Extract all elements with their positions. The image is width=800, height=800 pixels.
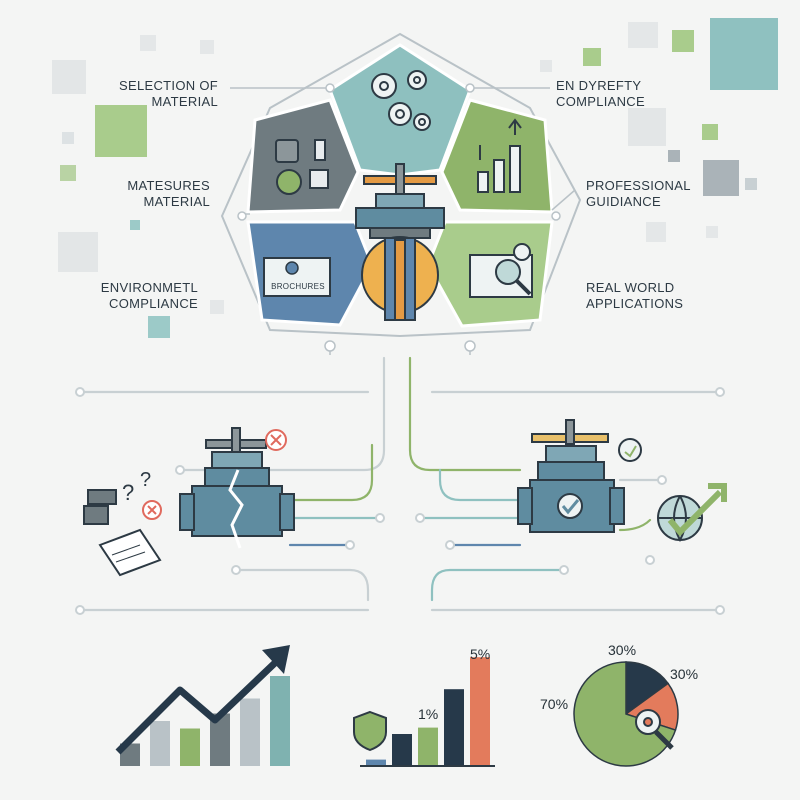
- pie-slice: [624, 682, 679, 732]
- label-line: COMPLIANCE: [556, 94, 645, 109]
- label-real-world-applications: REAL WORLD APPLICATIONS: [586, 280, 696, 312]
- pie-label-right: 30%: [670, 666, 699, 682]
- label-line: GUIDIANCE: [586, 194, 661, 209]
- chat-icon: [618, 438, 642, 462]
- segment-top-left: [246, 98, 360, 214]
- trend-bar: [240, 698, 260, 766]
- trend-bar: [270, 676, 290, 766]
- label-selection-of-material: SELECTION OF MATERIAL: [110, 78, 218, 110]
- percentage-bar: [392, 734, 412, 766]
- magnifier-icon: [469, 243, 533, 298]
- label-line: REAL WORLD: [586, 280, 675, 295]
- flow-lines: [78, 356, 722, 612]
- wrench-gear-icon: [635, 709, 674, 750]
- materials-icon: [275, 139, 329, 195]
- label-professional-guidance: PROFESSIONAL GUIDIANCE: [586, 178, 706, 210]
- label-environmetl-compliance: ENVIRONMETL COMPLIANCE: [90, 280, 198, 312]
- pie-slice: [625, 661, 670, 716]
- label-line: PROFESSIONAL: [586, 178, 691, 193]
- certified-valve-icon: [517, 419, 625, 533]
- globe-check-icon: [657, 483, 727, 543]
- bar-label-1pct: 1%: [418, 706, 439, 722]
- trend-bar: [210, 713, 230, 766]
- decorative-squares: [52, 18, 778, 338]
- segment-top-right: [440, 98, 554, 214]
- trend-arrow: [115, 657, 281, 755]
- label-matesures-material: MATESURES MATERIAL: [110, 178, 210, 210]
- confused-parts-icon: ? ?: [83, 469, 162, 577]
- trend-bar-chart: [120, 676, 290, 766]
- trend-bar: [180, 728, 200, 766]
- pie-label-left: 70%: [540, 696, 569, 712]
- label-en-dyrefty-compliance: EN DYREFTY COMPLIANCE: [556, 78, 676, 110]
- brochures-label: BROCHURES: [271, 282, 325, 291]
- percentage-bar: [470, 657, 490, 766]
- svg-text:?: ?: [140, 469, 151, 491]
- label-line: COMPLIANCE: [109, 296, 198, 311]
- percentage-bar: [444, 689, 464, 766]
- percentage-bar-chart: [366, 657, 490, 766]
- percentage-bar: [366, 759, 386, 766]
- hub-nodes: [237, 83, 561, 352]
- trend-arrowhead: [262, 645, 290, 674]
- central-valve-icon: [355, 163, 445, 321]
- bar-label-5pct: 5%: [470, 646, 491, 662]
- label-line: MATESURES: [127, 178, 210, 193]
- pie-chart: [573, 661, 679, 767]
- pie-slice: [573, 661, 677, 767]
- trend-bar: [150, 721, 170, 766]
- label-line: ENVIRONMETL: [100, 280, 198, 295]
- label-line: EN DYREFTY: [556, 78, 642, 93]
- shield-icon: [353, 710, 387, 752]
- error-icon: [265, 429, 287, 451]
- growth-chart-icon: [477, 118, 522, 193]
- svg-text:?: ?: [122, 480, 134, 505]
- pie-label-top: 30%: [608, 642, 637, 658]
- broken-valve-icon: [179, 427, 295, 549]
- label-line: MATERIAL: [151, 94, 218, 109]
- gears-icon: [371, 70, 431, 131]
- label-line: MATERIAL: [143, 194, 210, 209]
- flow-nodes: [75, 387, 725, 615]
- label-line: APPLICATIONS: [586, 296, 684, 311]
- label-line: SELECTION OF: [119, 78, 218, 93]
- percentage-bar: [418, 727, 438, 766]
- brochure-icon: [263, 257, 331, 297]
